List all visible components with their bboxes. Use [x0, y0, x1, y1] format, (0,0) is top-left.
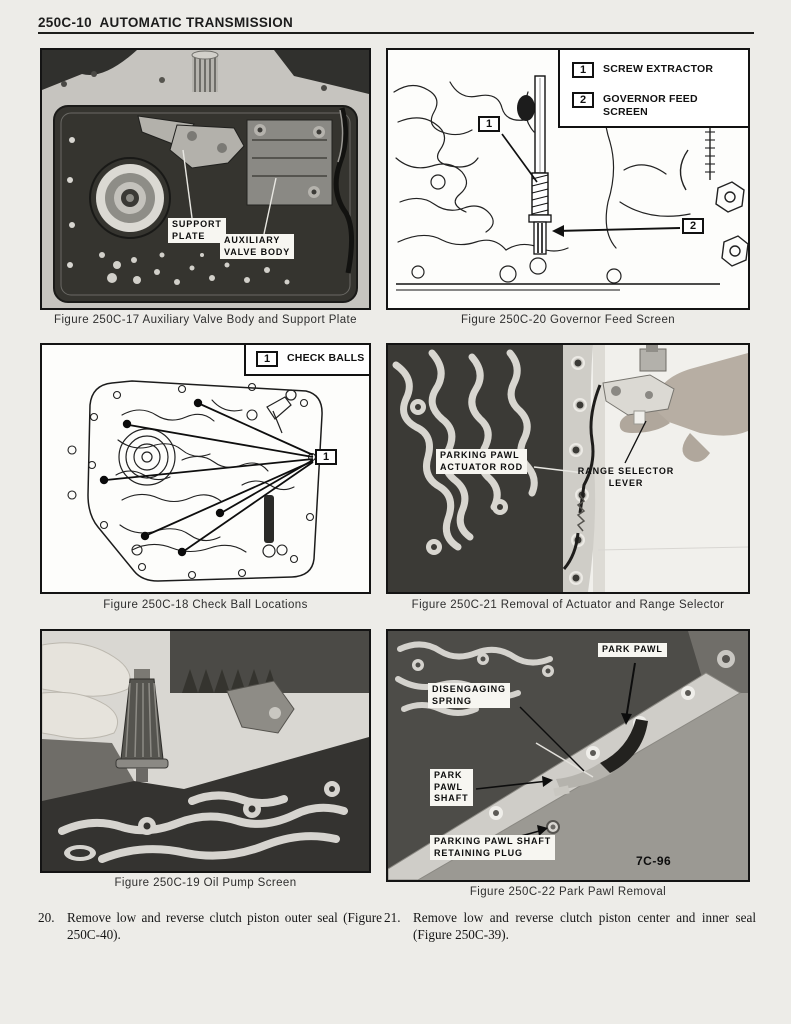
step-number: 20. [38, 910, 55, 925]
figure-250c-21: PARKING PAWL ACTUATOR ROD RANGE SELECTOR… [386, 343, 750, 594]
step-text: Remove low and reverse clutch piston out… [67, 910, 382, 942]
caption-fig22: Figure 250C-22 Park Pawl Removal [469, 886, 667, 898]
legend-num-1: 1 [572, 62, 594, 78]
legend-item-check-balls: 1 CHECK BALLS [256, 351, 364, 367]
step-text: Remove low and reverse clutch piston cen… [413, 910, 756, 942]
label-parking-pawl-actuator-rod: PARKING PAWL ACTUATOR ROD [436, 449, 527, 475]
fig18-line-illustration [42, 345, 369, 592]
figure-250c-18: 1 CHECK BALLS 1 [40, 343, 371, 594]
label-park-pawl-shaft: PARK PAWL SHAFT [430, 769, 473, 807]
callout-2-governor-feed-screen: 2 [682, 218, 704, 234]
step-21: 21. Remove low and reverse clutch piston… [384, 910, 756, 944]
label-auxiliary-valve-body: AUXILIARY VALVE BODY [220, 234, 295, 260]
fig20-legend: 1 SCREW EXTRACTOR 2 GOVERNOR FEED SCREEN [558, 50, 748, 128]
header-rule [38, 32, 754, 34]
figure-250c-19 [40, 629, 371, 873]
label-parking-pawl-shaft-retaining-plug: PARKING PAWL SHAFT RETAINING PLUG [430, 835, 556, 861]
label-support-plate: SUPPORT PLATE [168, 218, 226, 244]
figure-250c-22: PARK PAWL DISENGAGING SPRING PARK PAWL S… [386, 629, 750, 882]
callout-1-screw-extractor: 1 [478, 116, 500, 132]
caption-fig20: Figure 250C-20 Governor Feed Screen [460, 314, 676, 326]
callout-1-check-balls: 1 [315, 449, 337, 465]
label-disengaging-spring: DISENGAGING SPRING [428, 683, 510, 709]
caption-fig18: Figure 250C-18 Check Ball Locations [103, 599, 308, 611]
legend-item-governor-feed-screen: 2 GOVERNOR FEED SCREEN [572, 92, 698, 119]
figure-250c-17: SUPPORT PLATE AUXILIARY VALVE BODY [40, 48, 371, 310]
page-header: 250C-10 AUTOMATIC TRANSMISSION [38, 15, 294, 30]
label-park-pawl: PARK PAWL [598, 643, 667, 657]
fig22-photo-illustration [388, 631, 748, 880]
fig17-photo-illustration [42, 50, 369, 308]
figure-250c-20: 1 SCREW EXTRACTOR 2 GOVERNOR FEED SCREEN… [386, 48, 750, 310]
legend-num-2: 2 [572, 92, 594, 108]
step-20: 20. Remove low and reverse clutch piston… [38, 910, 382, 944]
plate-code: 7C-96 [636, 854, 672, 868]
legend-item-screw-extractor: 1 SCREW EXTRACTOR [572, 62, 713, 78]
caption-fig17: Figure 250C-17 Auxiliary Valve Body and … [54, 314, 357, 326]
caption-fig19: Figure 250C-19 Oil Pump Screen [114, 877, 297, 889]
fig18-legend: 1 CHECK BALLS [244, 345, 369, 376]
step-number: 21. [384, 910, 401, 925]
label-range-selector-lever: RANGE SELECTOR LEVER [577, 466, 675, 489]
caption-fig21: Figure 250C-21 Removal of Actuator and R… [411, 599, 725, 611]
legend-num-1: 1 [256, 351, 278, 367]
fig19-photo-illustration [42, 631, 369, 871]
